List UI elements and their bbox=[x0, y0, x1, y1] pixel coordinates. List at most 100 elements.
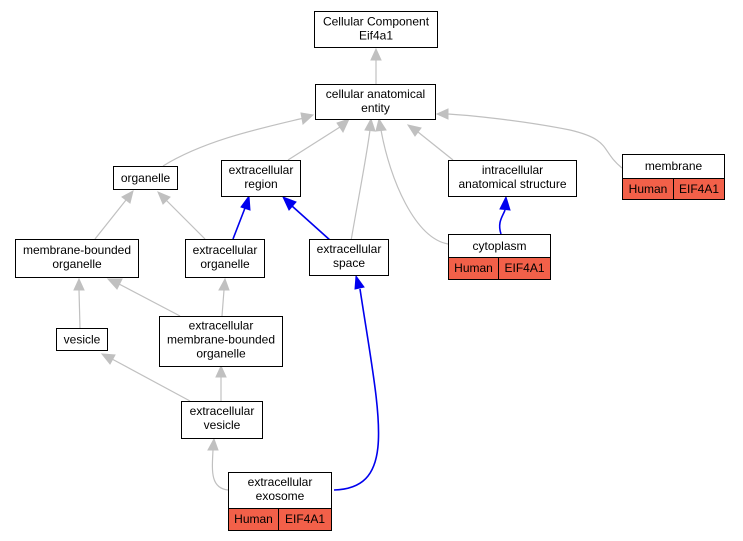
edge-mbo-to-organelle-arrowhead bbox=[121, 190, 134, 204]
species-label: Human bbox=[629, 182, 668, 196]
edge-space-to-region-arrowhead bbox=[282, 196, 297, 211]
edge-organelle-to-cae-arrowhead bbox=[300, 112, 315, 125]
node-label-line: extracellular bbox=[190, 404, 255, 418]
node-box bbox=[56, 328, 108, 351]
node-box bbox=[448, 160, 577, 197]
node-label-line: region bbox=[244, 177, 277, 191]
node-label-line: organelle bbox=[52, 257, 102, 271]
node-box bbox=[314, 11, 438, 48]
edge-region-to-cae-arrowhead bbox=[336, 118, 350, 134]
node-box bbox=[159, 316, 283, 367]
node-box bbox=[113, 166, 178, 190]
node-label-line: organelle bbox=[196, 347, 246, 361]
edge-embo-to-mbo-arrowhead bbox=[106, 278, 123, 290]
node-box bbox=[622, 154, 725, 179]
edge-eo-to-organelle-arrowhead bbox=[157, 191, 171, 205]
node-extracellular-vesicle[interactable]: extracellular vesicle bbox=[181, 401, 263, 439]
node-label-line: cellular anatomical bbox=[326, 87, 425, 101]
edge-eo-to-organelle bbox=[165, 199, 206, 240]
edge-eo-to-region-arrowhead bbox=[240, 194, 251, 211]
edge-space-to-cae bbox=[350, 129, 371, 242]
node-extracellular-region[interactable]: extracellular region bbox=[221, 160, 301, 197]
node-label-line: organelle bbox=[121, 171, 171, 185]
edge-mbo-to-organelle bbox=[94, 199, 127, 240]
node-label-line: Cellular Component bbox=[323, 15, 430, 29]
node-label-line: space bbox=[333, 256, 365, 270]
node-membrane-bounded-organelle[interactable]: membrane-bounded organelle bbox=[15, 239, 139, 278]
edge-space-to-region bbox=[291, 205, 332, 242]
edge-membrane-to-cae bbox=[447, 113, 623, 169]
node-extracellular-membrane-bounded-organelle[interactable]: extracellular membrane-bounded organelle bbox=[159, 316, 283, 367]
node-label-line: extracellular bbox=[248, 475, 313, 489]
edge-embo-to-eo bbox=[221, 289, 225, 317]
node-label-line: Eif4a1 bbox=[359, 29, 393, 43]
edge-cytoplasm-to-intracellular-arrowhead bbox=[499, 195, 511, 211]
edge-organelle-to-cae bbox=[162, 117, 305, 167]
node-label-line: vesicle bbox=[64, 333, 101, 347]
node-vesicle[interactable]: vesicle bbox=[56, 328, 108, 351]
node-cellular-anatomical-entity[interactable]: cellular anatomical entity bbox=[315, 84, 436, 120]
edge-space-to-cae-arrowhead bbox=[364, 117, 376, 132]
node-label-line: intracellular bbox=[482, 163, 543, 177]
node-label-line: entity bbox=[361, 101, 390, 115]
node-label-line: extracellular bbox=[317, 242, 382, 256]
gene-badge bbox=[278, 508, 332, 531]
node-membrane[interactable]: membrane Human EIF4A1 bbox=[622, 154, 725, 200]
node-label-line: membrane-bounded bbox=[167, 333, 275, 347]
node-extracellular-space[interactable]: extracellular space bbox=[309, 239, 389, 276]
edge-exosome-to-space-arrowhead bbox=[354, 274, 365, 290]
edge-eo-to-region bbox=[232, 207, 246, 240]
edge-ev-to-vesicle bbox=[111, 358, 191, 402]
edge-cytoplasm-to-cae bbox=[380, 129, 449, 245]
edge-ev-to-embo-arrowhead bbox=[215, 364, 227, 378]
graph-edges bbox=[73, 47, 623, 491]
node-box bbox=[221, 160, 301, 197]
node-intracellular-anatomical-structure[interactable]: intracellular anatomical structure bbox=[448, 160, 577, 197]
node-label-line: membrane-bounded bbox=[23, 243, 131, 257]
node-box bbox=[228, 472, 332, 509]
edge-cytoplasm-to-intracellular bbox=[498, 209, 506, 235]
node-extracellular-exosome[interactable]: extracellular exosome Human EIF4A1 bbox=[228, 472, 332, 531]
edge-region-to-cae bbox=[287, 126, 341, 161]
species-label: Human bbox=[454, 261, 493, 275]
species-label: Human bbox=[234, 512, 273, 526]
edge-intracellular-to-cae bbox=[417, 131, 454, 161]
gene-badge bbox=[673, 178, 725, 200]
node-box bbox=[309, 239, 389, 276]
node-label-line: extracellular bbox=[189, 319, 254, 333]
node-label-line: extracellular bbox=[193, 243, 258, 257]
node-cellular-component-root[interactable]: Cellular Component Eif4a1 bbox=[314, 11, 438, 48]
edge-exosome-to-ev bbox=[211, 449, 229, 491]
gene-label: EIF4A1 bbox=[504, 261, 544, 275]
edge-embo-to-mbo bbox=[118, 283, 181, 317]
node-box bbox=[185, 239, 265, 278]
edge-cytoplasm-to-cae-arrowhead bbox=[375, 117, 387, 132]
node-label-line: organelle bbox=[200, 257, 250, 271]
node-box bbox=[181, 401, 263, 439]
edge-cae-to-root-arrowhead bbox=[370, 47, 382, 61]
node-label-line: vesicle bbox=[204, 418, 241, 432]
graph-nodes: Cellular Component Eif4a1 cellular anato… bbox=[15, 11, 725, 531]
edge-membrane-to-cae-arrowhead bbox=[435, 108, 449, 120]
edge-vesicle-to-mbo bbox=[78, 289, 81, 329]
gene-label: EIF4A1 bbox=[679, 182, 719, 196]
edge-exosome-to-space bbox=[333, 288, 380, 491]
node-organelle[interactable]: organelle bbox=[113, 166, 178, 190]
node-box bbox=[315, 84, 436, 120]
edge-exosome-to-ev-arrowhead bbox=[207, 437, 219, 451]
node-label-line: exosome bbox=[256, 489, 305, 503]
gene-badge bbox=[498, 257, 551, 280]
edge-embo-to-eo-arrowhead bbox=[218, 277, 230, 291]
gene-label: EIF4A1 bbox=[285, 512, 325, 526]
node-box bbox=[15, 239, 139, 278]
edge-intracellular-to-cae-arrowhead bbox=[406, 124, 422, 137]
node-extracellular-organelle[interactable]: extracellular organelle bbox=[185, 239, 265, 278]
node-cytoplasm[interactable]: cytoplasm Human EIF4A1 bbox=[448, 234, 551, 280]
node-label-line: extracellular bbox=[229, 163, 294, 177]
edge-vesicle-to-mbo-arrowhead bbox=[73, 277, 85, 291]
node-label-line: anatomical structure bbox=[458, 177, 566, 191]
edge-ev-to-vesicle-arrowhead bbox=[100, 353, 116, 365]
node-label-line: cytoplasm bbox=[472, 239, 526, 253]
node-label-line: membrane bbox=[645, 159, 703, 173]
